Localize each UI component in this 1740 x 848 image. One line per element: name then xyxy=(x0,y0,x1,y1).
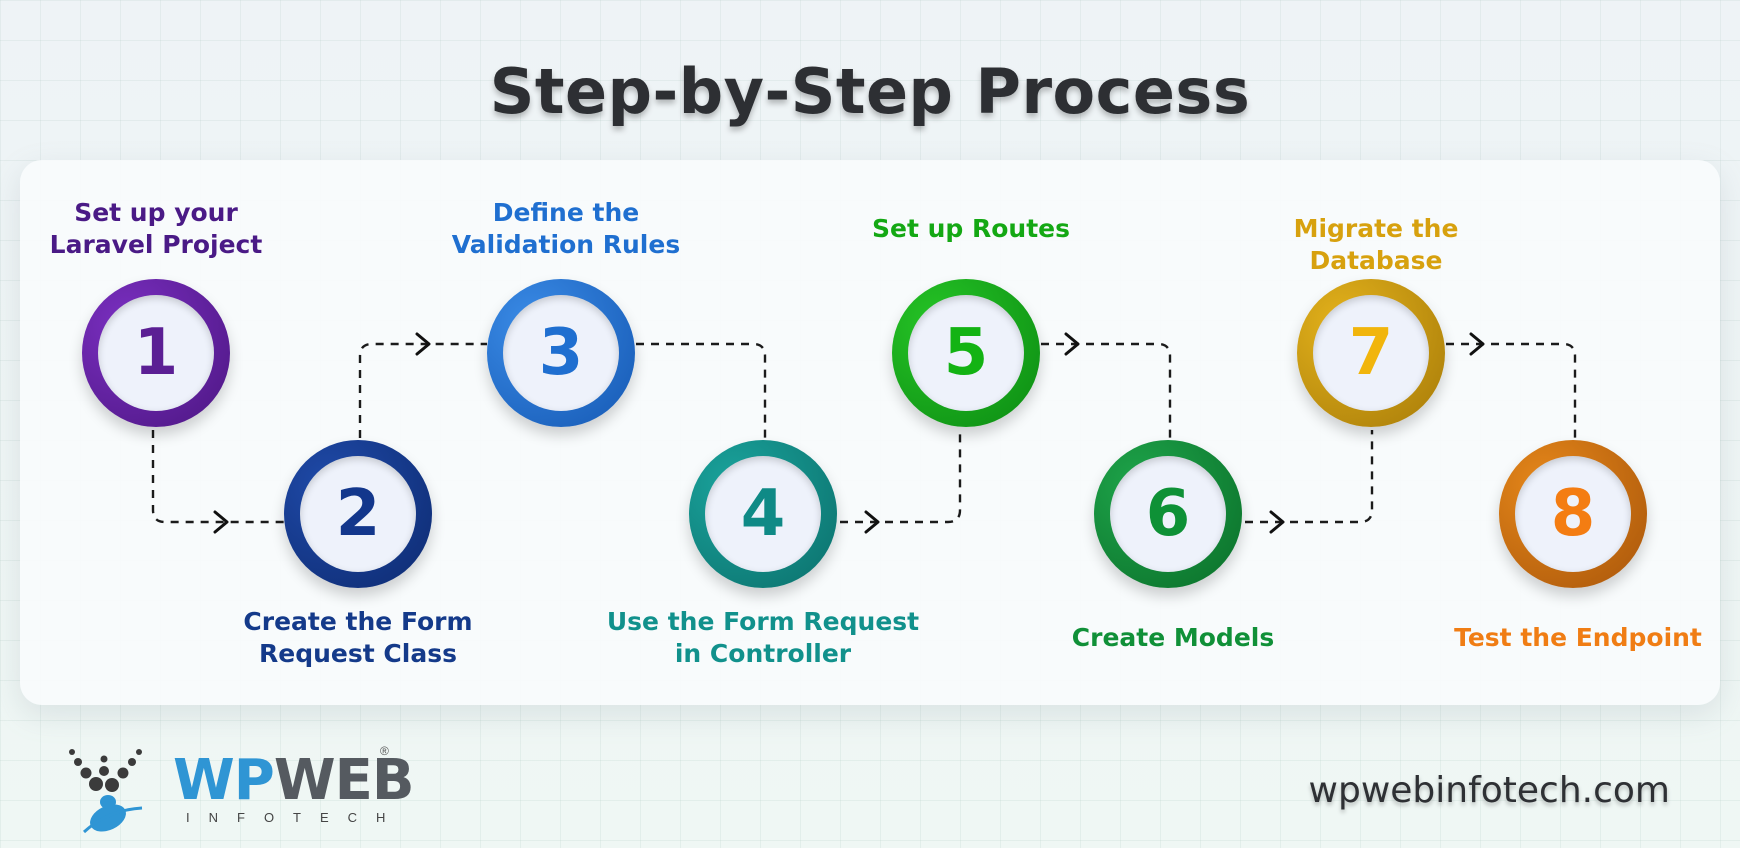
connector-7-8 xyxy=(1446,342,1577,438)
connector-1-2 xyxy=(151,430,285,524)
step-3: 3 xyxy=(487,279,635,427)
step-5-inner xyxy=(908,295,1024,411)
step-5-number: 5 xyxy=(943,316,989,390)
step-7-number: 7 xyxy=(1348,316,1394,390)
step-4: 4 xyxy=(689,440,837,588)
step-5: 5 xyxy=(892,279,1040,427)
page-title: Step-by-Step Process xyxy=(489,55,1251,128)
logo-wp-text: WP xyxy=(173,748,275,813)
step-6-number: 6 xyxy=(1145,477,1191,551)
step-3-number: 3 xyxy=(538,316,584,390)
connector-3-4 xyxy=(636,342,767,438)
step-7-label: Migrate the Database xyxy=(1293,214,1459,275)
step-3-label: Define the Validation Rules xyxy=(451,198,681,259)
step-6-inner xyxy=(1110,456,1226,572)
connector-5-6 xyxy=(1041,342,1172,438)
step-5-label: Set up Routes xyxy=(871,214,1071,243)
step-1-number: 1 xyxy=(133,316,179,390)
arrow-head-icon xyxy=(1064,332,1080,356)
step-1: 1 xyxy=(82,279,230,427)
connector-6-7 xyxy=(1245,430,1374,524)
arrow-head-icon xyxy=(213,510,229,534)
logo-tagline: INFOTECH xyxy=(186,810,405,825)
step-4-label: Use the Form Request in Controller xyxy=(606,607,920,668)
logo-registered-mark: ® xyxy=(380,744,389,758)
step-7-inner xyxy=(1313,295,1429,411)
step-3-inner xyxy=(503,295,619,411)
step-2: 2 xyxy=(284,440,432,588)
step-8-inner xyxy=(1515,456,1631,572)
step-8: 8 xyxy=(1499,440,1647,588)
step-4-inner xyxy=(705,456,821,572)
step-6-label: Create Models xyxy=(1071,623,1275,652)
arrow-head-icon xyxy=(864,510,880,534)
connector-4-5 xyxy=(840,430,962,524)
arrow-head-icon xyxy=(1269,510,1285,534)
step-8-number: 8 xyxy=(1550,477,1596,551)
logo-web-text: WEB xyxy=(273,748,415,813)
step-2-inner xyxy=(300,456,416,572)
step-4-number: 4 xyxy=(740,477,786,551)
step-1-label: Set up your Laravel Project xyxy=(49,198,263,259)
process-card xyxy=(20,160,1720,705)
logo-wordmark: WPWEB xyxy=(173,748,415,813)
wpweb-logo-icon xyxy=(69,749,143,834)
step-7: 7 xyxy=(1297,279,1445,427)
connector-2-3 xyxy=(358,342,487,438)
step-2-number: 2 xyxy=(335,477,381,551)
website-url: wpwebinfotech.com xyxy=(1308,770,1670,811)
step-6: 6 xyxy=(1094,440,1242,588)
arrow-head-icon xyxy=(1469,332,1485,356)
step-2-label: Create the Form Request Class xyxy=(243,607,473,668)
arrow-head-icon xyxy=(415,332,431,356)
step-1-inner xyxy=(98,295,214,411)
step-8-label: Test the Endpoint xyxy=(1454,623,1702,652)
